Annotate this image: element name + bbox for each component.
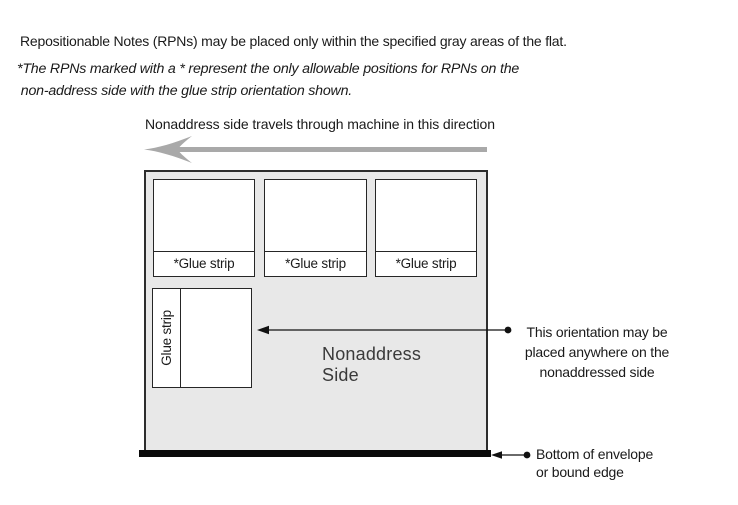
nonaddress-side-label: Nonaddress Side [322, 344, 422, 385]
glue-strip-label: *Glue strip [376, 251, 476, 276]
bound-edge-line [139, 450, 491, 457]
orientation-callout-text: This orientation may be placed anywhere … [524, 324, 670, 380]
flat-nonaddress-side: *Glue strip *Glue strip *Glue strip Glue… [144, 170, 488, 455]
footnote-text: *The RPNs marked with a * represent the … [17, 61, 520, 99]
rpn-box-2: *Glue strip [264, 179, 367, 277]
direction-label: Nonaddress side travels through machine … [145, 116, 495, 132]
orientation-callout-arrow-icon [257, 325, 512, 335]
direction-arrow-icon [144, 136, 487, 163]
glue-strip-label: *Glue strip [154, 251, 254, 276]
bottom-edge-callout-text: Bottom of envelope or bound edge [536, 446, 654, 480]
glue-strip-vertical-label: Glue strip [159, 310, 174, 366]
rpn-box-1: *Glue strip [153, 179, 255, 277]
intro-text: Repositionable Notes (RPNs) may be place… [20, 33, 567, 49]
glue-strip-label: *Glue strip [265, 251, 366, 276]
bottom-edge-callout-arrow-icon [491, 451, 531, 459]
rpn-box-vertical: Glue strip [152, 288, 252, 388]
rpn-box-3: *Glue strip [375, 179, 477, 277]
glue-strip-vertical: Glue strip [153, 289, 181, 387]
